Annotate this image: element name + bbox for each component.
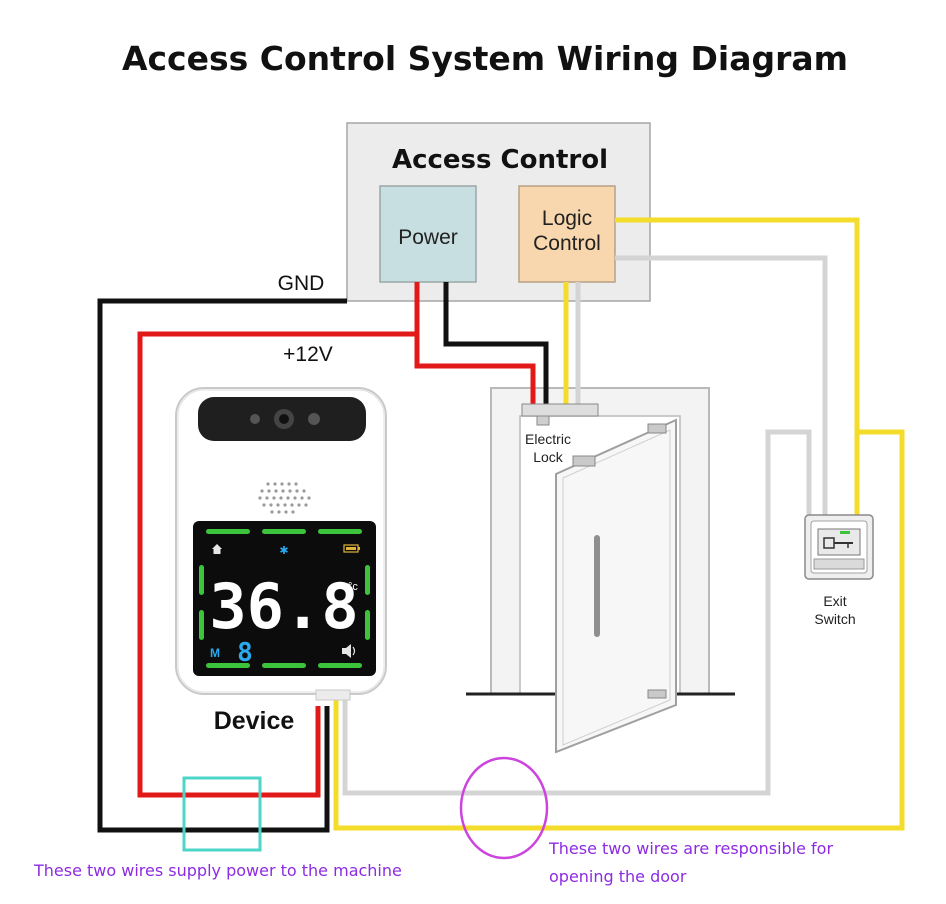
temperature-device: ✱ 36.8 °c M 8 Device [175,387,387,735]
battery-icon [343,544,360,553]
wires [97,217,905,833]
door-handle [594,535,600,637]
power-module [379,185,477,283]
gray-wire-logic-to-exit [615,255,828,515]
key-icon [823,537,853,549]
display-segments [199,529,370,668]
exit-switch: Exit Switch [804,514,874,627]
access-control-panel: Access Control Power Logic Control [346,122,651,302]
power-label: Power [398,226,458,249]
glass-door [555,418,677,754]
electric-lock-label-line2: Lock [533,449,564,465]
gray-wire-exit-to-device [342,429,812,796]
electric-lock-label-line1: Electric [525,431,571,447]
temperature-reading: 36.8 [209,570,358,643]
plus12v-label: +12V [283,343,333,366]
exit-switch-label-line2: Switch [814,611,855,627]
bluetooth-icon: ✱ [279,545,288,557]
power-wires-note: These two wires supply power to the mach… [33,861,402,880]
logic-label-line2: Control [533,232,601,255]
red-wire-power-to-lock [414,334,536,405]
logic-control-module [518,185,616,283]
exit-switch-label-line1: Exit [823,593,846,609]
small-digit: 8 [237,638,253,668]
mode-indicator: M [210,646,220,660]
gnd-label: GND [278,272,325,295]
power-wires-marker [182,776,262,852]
home-icon [212,544,222,554]
door-wires-note-line2: opening the door [549,867,687,886]
yellow-wire-logic-to-exit [615,217,860,515]
access-control-heading: Access Control [392,145,608,175]
electric-lock: Electric Lock [521,403,599,465]
temperature-unit: °c [348,581,358,593]
logic-label-line1: Logic [542,207,592,230]
yellow-wire-exit-to-device [333,429,905,831]
device-label: Device [214,707,295,735]
door-wires-marker [459,756,549,860]
black-wire-gnd-to-device [97,298,347,833]
red-wire-12v-to-device [137,282,420,798]
speaker-grille [258,482,311,514]
temperature-display [193,521,376,676]
camera-icon [250,409,320,429]
volume-icon [342,644,356,658]
door-wires-note-line1: These two wires are responsible for [548,839,833,858]
diagram-title: Access Control System Wiring Diagram [122,39,848,78]
black-wire-power-to-lock [443,282,549,405]
